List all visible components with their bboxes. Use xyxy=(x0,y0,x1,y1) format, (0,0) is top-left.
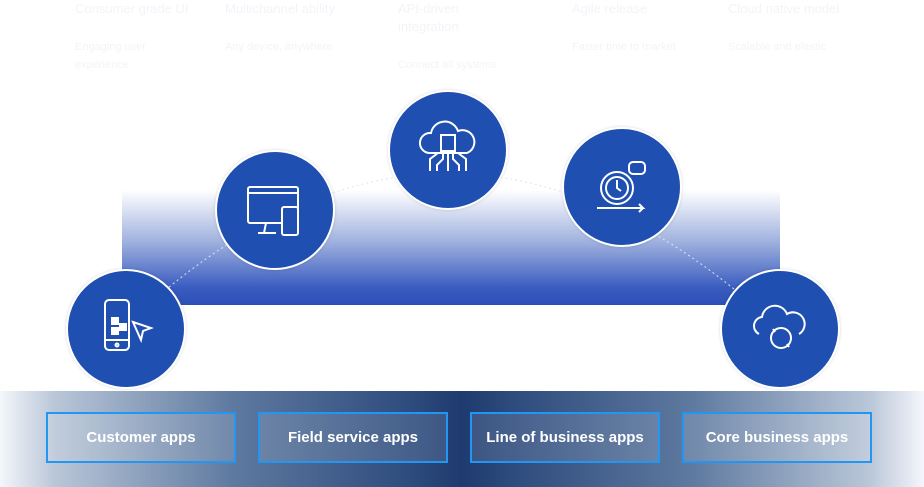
top-label-desc: Engaging user experience xyxy=(75,41,146,71)
top-label-title: Multichannel ability xyxy=(225,1,335,16)
cloud-sync-icon xyxy=(720,269,840,389)
top-label-desc: Scalable and elastic xyxy=(728,41,826,53)
line-of-business-apps-button[interactable]: Line of business apps xyxy=(470,412,660,463)
agile-clock-icon xyxy=(562,127,682,247)
core-business-apps-button[interactable]: Core business apps xyxy=(682,412,872,463)
multi-device-icon xyxy=(215,150,335,270)
top-label-desc: Any device, anywhere xyxy=(225,41,333,53)
top-label-title: API-driven integration xyxy=(398,1,459,34)
mobile-touch-icon xyxy=(66,269,186,389)
top-label-title: Agile release xyxy=(572,1,648,16)
top-label-desc: Connect all systems xyxy=(398,59,497,71)
customer-apps-button[interactable]: Customer apps xyxy=(46,412,236,463)
top-label-desc: Faster time to market xyxy=(572,41,676,53)
cloud-chip-icon xyxy=(388,90,508,210)
top-label-title: Cloud native model xyxy=(728,1,840,16)
top-label-1: Consumer grade UI Engaging user experienc… xyxy=(75,0,195,74)
apps-strip xyxy=(0,391,924,487)
field-service-apps-button[interactable]: Field service apps xyxy=(258,412,448,463)
top-label-title: Consumer grade UI xyxy=(75,1,189,16)
